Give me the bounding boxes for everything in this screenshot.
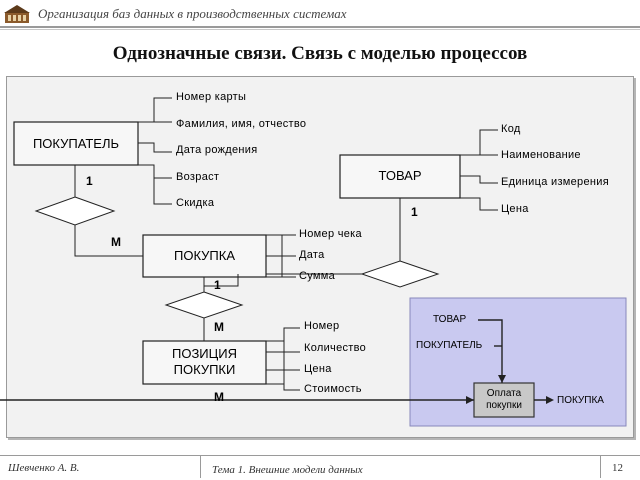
relationship-purchase-position <box>164 291 244 319</box>
page-number: 12 <box>612 462 623 474</box>
cardinality-label: 1 <box>86 174 93 188</box>
attribute-label: Стоимость <box>304 383 362 395</box>
entity-product-box <box>339 154 461 199</box>
arrow-head-left <box>466 396 474 404</box>
header-divider <box>0 26 640 28</box>
purchase-attribute-connectors <box>266 234 296 278</box>
entity-purchase-label: ПОКУПКА <box>173 248 236 263</box>
attribute-label: Количество <box>304 342 367 354</box>
attribute-label: Единица измерения <box>501 176 609 188</box>
attribute-label: Сумма <box>299 270 336 282</box>
attribute-label: Код <box>501 123 521 135</box>
entity-product-label: ТОВАР <box>378 168 422 183</box>
relationship-connectors <box>74 165 401 341</box>
header-divider-thin <box>0 29 640 30</box>
slide-header: Организация баз данных в производственны… <box>0 0 640 30</box>
building-logo-icon <box>4 5 30 23</box>
footer-author: Шевченко А. В. <box>8 462 80 474</box>
cardinality-label: 1 <box>214 278 221 292</box>
attribute-label: Дата рождения <box>176 144 258 156</box>
cardinality-label: M <box>214 320 224 334</box>
relationship-product-purchase <box>360 260 440 288</box>
attribute-label: Дата <box>299 249 325 261</box>
attribute-label: Фамилия, имя, отчество <box>176 118 307 130</box>
slide-title: Однозначные связи. Связь с моделью проце… <box>112 43 528 64</box>
footer-separator <box>600 456 601 478</box>
footer-divider <box>0 455 640 456</box>
process-box <box>473 382 535 418</box>
entity-position-label: ПОЗИЦИЯ ПОКУПКИ <box>172 346 237 377</box>
attribute-label: Номер чека <box>299 228 362 240</box>
cardinality-label: M <box>214 390 224 404</box>
process-box-label: Оплата покупки <box>486 388 522 411</box>
course-title: Организация баз данных в производственны… <box>38 6 347 21</box>
process-input-product: ТОВАР <box>433 314 467 325</box>
attribute-label: Возраст <box>176 171 220 183</box>
attribute-label: Номер <box>304 320 340 332</box>
process-input-buyer: ПОКУПАТЕЛЬ <box>416 340 483 351</box>
attribute-label: Номер карты <box>176 91 247 103</box>
attribute-label: Наименование <box>501 149 581 161</box>
arrow-head-down <box>498 375 506 383</box>
attribute-label: Цена <box>501 203 529 215</box>
arrow-head-right <box>546 396 554 404</box>
attribute-label: Цена <box>304 363 332 375</box>
product-attribute-connectors <box>460 129 498 211</box>
position-attribute-connectors <box>266 327 300 391</box>
entity-buyer-label: ПОКУПАТЕЛЬ <box>32 136 120 151</box>
relationship-buyer-purchase <box>34 196 116 226</box>
cardinality-label: 1 <box>411 205 418 219</box>
attribute-label: Скидка <box>176 197 215 209</box>
buyer-attribute-connectors <box>138 97 172 205</box>
cardinality-label: M <box>111 235 121 249</box>
entity-purchase-box <box>142 234 267 278</box>
process-output-label: ПОКУПКА <box>557 395 604 406</box>
footer-topic: Тема 1. Внешние модели данных <box>212 464 363 476</box>
footer-separator <box>200 456 201 478</box>
